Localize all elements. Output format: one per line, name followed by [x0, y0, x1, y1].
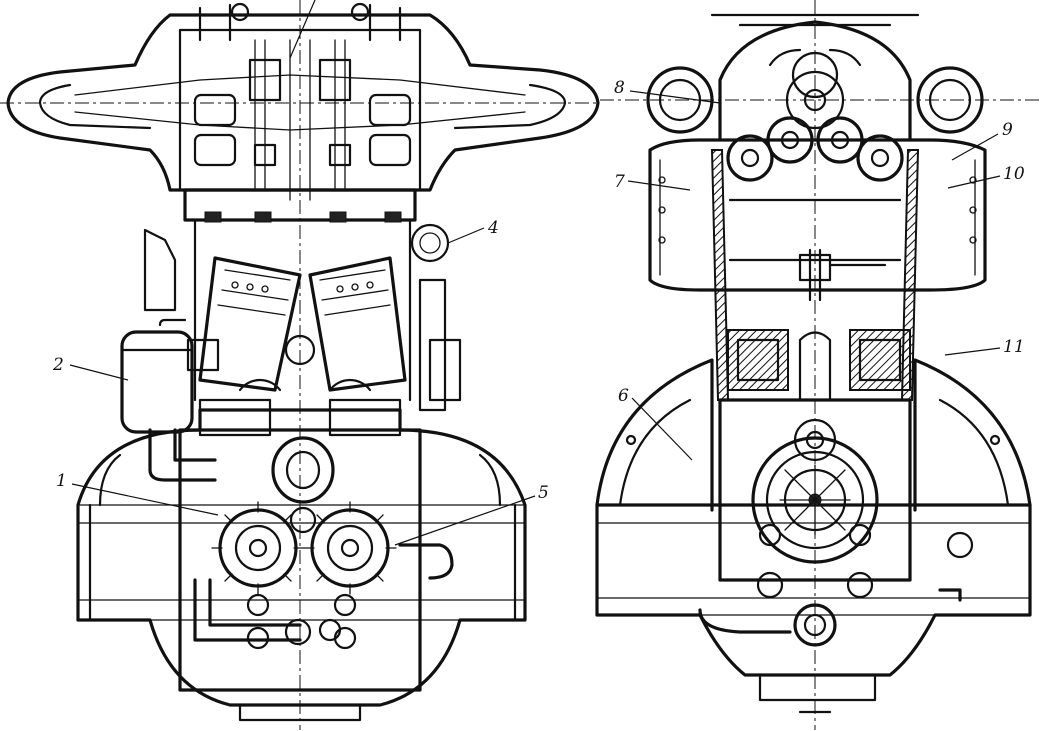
callout-9: 9	[1002, 120, 1013, 140]
right-crankcase	[595, 358, 1032, 512]
left-crankcase	[76, 428, 527, 707]
part-4	[410, 223, 450, 263]
callout-1: 1	[56, 471, 67, 491]
callout-7: 7	[614, 172, 625, 192]
right-engine-view	[595, 0, 1040, 730]
callout-11: 11	[1003, 337, 1025, 357]
part-5	[303, 501, 397, 595]
callout-5: 5	[538, 483, 549, 503]
part-2	[120, 330, 194, 434]
callout-leaders	[69, 0, 1001, 546]
callout-6: 6	[618, 386, 629, 406]
callout-10: 10	[1003, 164, 1025, 184]
callout-2: 2	[52, 355, 64, 375]
left-engine-view	[0, 0, 600, 730]
part-1	[211, 501, 305, 595]
callout-4: 4	[487, 218, 499, 238]
left-air-manifold	[6, 13, 600, 192]
callout-8: 8	[614, 78, 625, 98]
